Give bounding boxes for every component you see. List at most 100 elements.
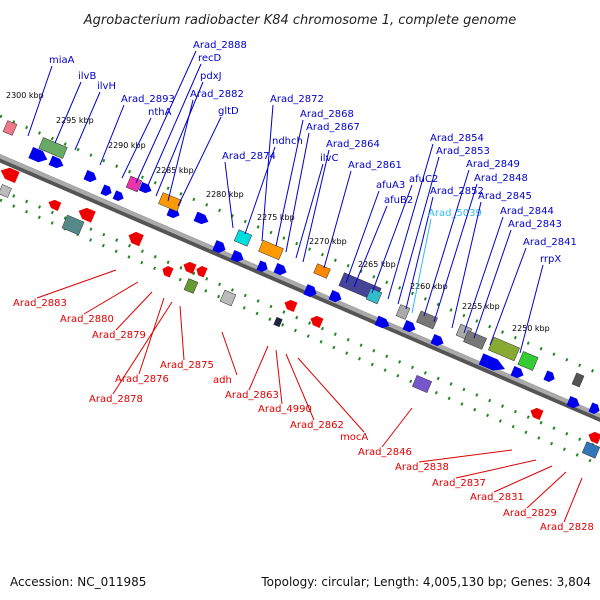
gene-label-arad-2867: Arad_2867 xyxy=(306,122,360,133)
gene-tracks xyxy=(0,114,600,467)
scale-tick-2265-kbp: 2265 kbp xyxy=(358,260,396,269)
leader-line xyxy=(345,190,380,284)
gene-feature-box xyxy=(273,316,283,328)
leader-line xyxy=(167,99,194,202)
leader-line xyxy=(455,459,537,479)
leader-line xyxy=(155,81,204,197)
gene-label-moca: mocA xyxy=(340,432,368,443)
gene-label-arad-2852: Arad_2852 xyxy=(430,186,484,197)
gene-label-arad-2828: Arad_2828 xyxy=(540,522,594,533)
gene-label-afub2: afuB2 xyxy=(384,195,413,206)
leader-line xyxy=(145,63,202,191)
gene-label-arad-2893: Arad_2893 xyxy=(121,94,175,105)
gene-label-arad-2863: Arad_2863 xyxy=(225,390,279,401)
leader-line xyxy=(371,184,413,294)
leader-line xyxy=(221,331,238,376)
forward-gene-arrow xyxy=(28,146,48,163)
gene-label-arad-2864: Arad_2864 xyxy=(326,139,380,150)
leader-line xyxy=(99,104,125,166)
forward-gene-arrow xyxy=(510,366,524,379)
gene-label-arad-2849: Arad_2849 xyxy=(466,159,520,170)
leader-line xyxy=(397,156,440,305)
forward-gene-arrow xyxy=(138,182,152,194)
gene-label-arad-2837: Arad_2837 xyxy=(432,478,486,489)
gene-feature-box xyxy=(2,120,18,136)
gene-feature-box xyxy=(463,330,487,350)
gene-label-ntha: nthA xyxy=(148,107,172,118)
leader-line xyxy=(451,201,482,329)
leader-line xyxy=(135,50,197,184)
gene-label-rrpx: rrpX xyxy=(540,254,561,265)
forward-gene-arrow xyxy=(328,290,342,303)
gene-label-arad-2848: Arad_2848 xyxy=(474,173,528,184)
reverse-gene-arrow xyxy=(588,431,600,444)
gene-label-arad-2843: Arad_2843 xyxy=(508,219,562,230)
leader-line xyxy=(248,345,269,391)
gene-label-arad-2880: Arad_2880 xyxy=(60,314,114,325)
scale-tick-2300-kbp: 2300 kbp xyxy=(6,91,44,100)
leader-line xyxy=(433,183,478,323)
gene-feature-box xyxy=(158,192,182,212)
gene-feature-box xyxy=(416,310,438,330)
gene-label-arad-2879: Arad_2879 xyxy=(92,330,146,341)
reverse-gene-arrow xyxy=(284,299,298,312)
reverse-gene-arrow xyxy=(530,407,544,420)
gene-label-arad-2845: Arad_2845 xyxy=(478,191,532,202)
forward-gene-arrow xyxy=(374,315,390,329)
leader-line xyxy=(27,65,53,137)
reverse-gene-arrow xyxy=(128,231,144,247)
gene-label-ilvb: ilvB xyxy=(78,71,96,82)
gene-feature-box xyxy=(313,263,331,279)
leader-line xyxy=(563,477,583,523)
chromosome-axis xyxy=(0,154,600,418)
gene-label-pdxj: pdxJ xyxy=(200,71,222,82)
gene-feature-box xyxy=(258,239,284,261)
reverse-gene-arrow xyxy=(183,261,197,274)
forward-gene-arrow xyxy=(256,260,268,272)
leader-line xyxy=(261,104,274,242)
gene-label-arad-2829: Arad_2829 xyxy=(503,508,557,519)
leader-line xyxy=(224,161,234,229)
forward-gene-arrow xyxy=(112,190,124,202)
gene-feature-box xyxy=(219,289,237,307)
scale-tick-2260-kbp: 2260 kbp xyxy=(410,282,448,291)
gene-feature-box xyxy=(233,229,253,247)
forward-gene-arrow xyxy=(588,402,600,414)
leader-line xyxy=(285,353,315,421)
leader-line xyxy=(177,116,222,207)
gene-label-arad-2878: Arad_2878 xyxy=(89,394,143,405)
gene-feature-box xyxy=(365,287,383,305)
leader-line xyxy=(295,163,324,259)
reverse-gene-arrow xyxy=(162,266,174,278)
reverse-gene-arrow xyxy=(310,315,324,328)
forward-gene-arrow xyxy=(230,250,244,263)
gene-feature-box xyxy=(61,214,85,236)
leader-line xyxy=(54,81,82,144)
gene-feature-box xyxy=(581,441,600,459)
gene-feature-box xyxy=(571,372,585,388)
leader-line xyxy=(423,169,470,317)
gene-label-afua3: afuA3 xyxy=(376,180,405,191)
leader-line xyxy=(381,407,413,448)
scale-tick-2270-kbp: 2270 kbp xyxy=(309,237,347,246)
leader-line xyxy=(36,269,117,299)
gene-label-arad-2868: Arad_2868 xyxy=(300,109,354,120)
gene-label-arad-2882: Arad_2882 xyxy=(190,89,244,100)
leader-line xyxy=(405,196,434,310)
forward-gene-arrow xyxy=(193,211,209,225)
gene-label-recd: recD xyxy=(198,53,222,64)
reverse-gene-arrow xyxy=(78,207,96,223)
gene-label-arad-2862: Arad_2862 xyxy=(290,420,344,431)
leader-line xyxy=(83,281,139,315)
scale-tick-2250-kbp: 2250 kbp xyxy=(512,324,550,333)
forward-gene-arrow xyxy=(273,263,287,276)
gene-label-arad-2846: Arad_2846 xyxy=(358,447,412,458)
scale-tick-2255-kbp: 2255 kbp xyxy=(462,302,500,311)
gene-label-arad-2854: Arad_2854 xyxy=(430,133,484,144)
gene-labels: miaAilvBilvHArad_2893nthAArad_2888recDpd… xyxy=(13,40,594,533)
reverse-gene-arrow xyxy=(48,199,62,211)
accession-text: Accession: NC_011985 xyxy=(10,575,146,589)
